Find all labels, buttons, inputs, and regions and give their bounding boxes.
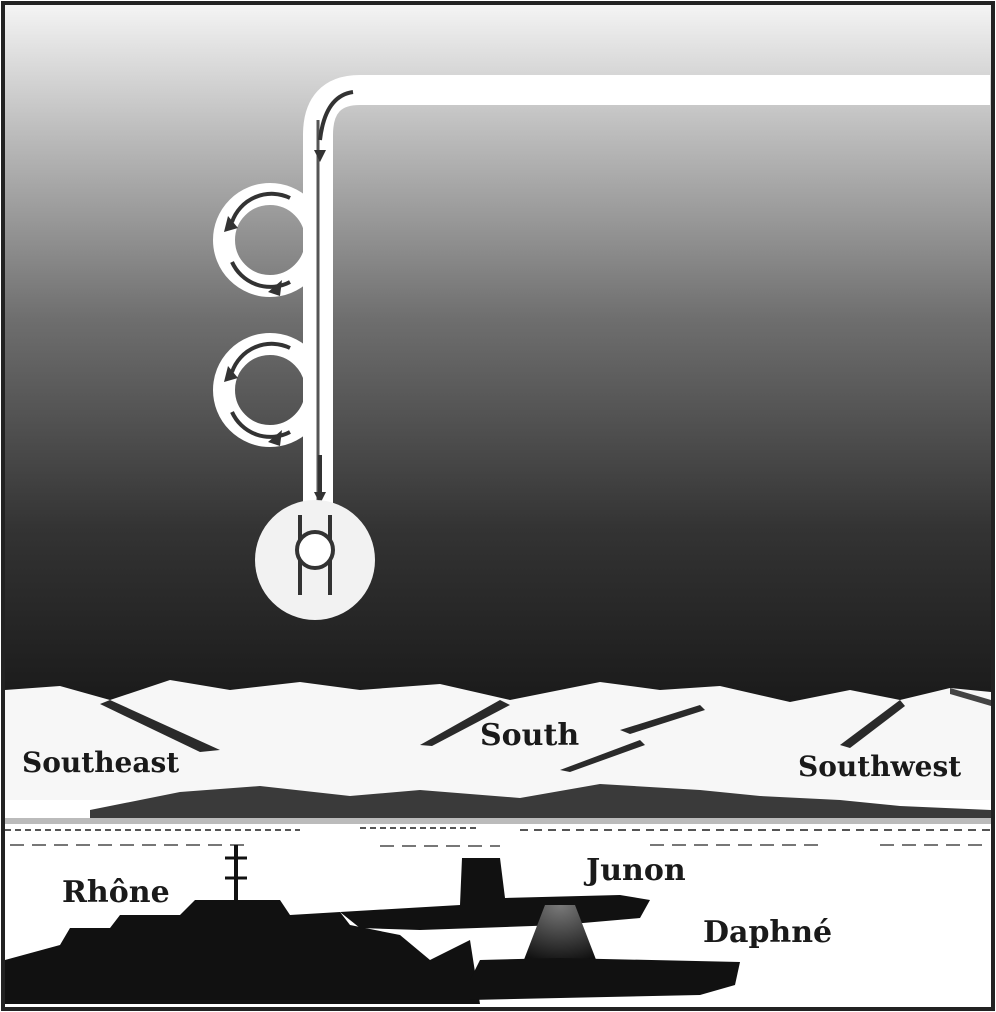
shoreline [5, 784, 991, 824]
descending-spiral-path-icon [213, 75, 990, 575]
label-south: South [480, 718, 579, 753]
ship-rhone [5, 845, 480, 1004]
label-daphne: Daphné [703, 915, 832, 950]
label-southwest: Southwest [798, 750, 961, 783]
sky [5, 5, 991, 705]
label-rhone: Rhône [62, 875, 170, 910]
label-junon: Junon [583, 853, 686, 888]
aircraft-target-icon [255, 500, 375, 620]
mountain-range [5, 680, 991, 800]
ship-daphne [470, 905, 740, 1000]
label-southeast: Southeast [22, 746, 179, 779]
